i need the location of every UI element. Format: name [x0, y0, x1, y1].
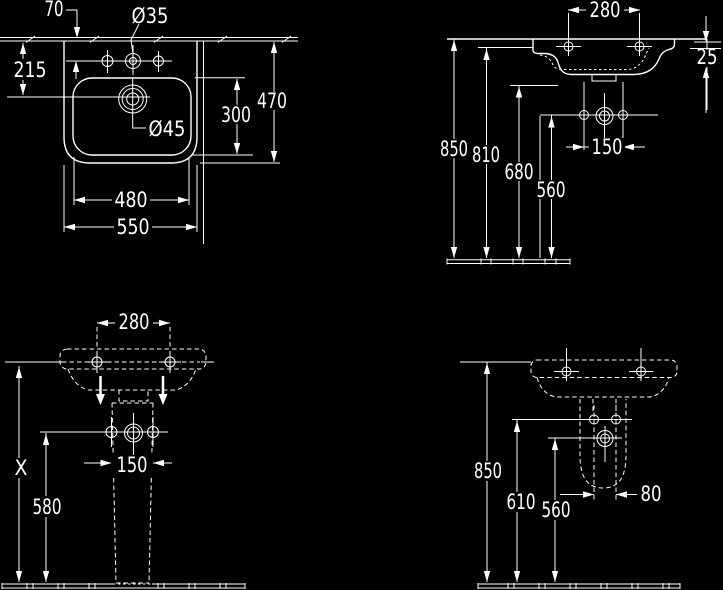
side-labels: 280 25 850 810 680 560 150 — [438, 0, 720, 202]
rim-fixing-holes — [556, 13, 652, 56]
dim-label-850-side: 850 — [440, 137, 468, 161]
dim-label-280-side: 280 — [590, 0, 621, 22]
drain-hole — [548, 426, 622, 462]
basin-outline — [63, 41, 198, 164]
bowl-hidden — [67, 368, 197, 391]
rim-fixing-holes — [554, 348, 653, 381]
plan-view: 70 Ø35 215 300 470 Ø45 480 550 — [0, 0, 298, 244]
apron-hidden — [536, 377, 670, 398]
dim-label-dia35: Ø35 — [132, 4, 169, 28]
dim-label-810: 810 — [472, 143, 500, 167]
tap-holes — [66, 45, 172, 75]
dim-label-150-side: 150 — [592, 135, 623, 159]
floor-line — [446, 258, 571, 265]
bowl-outline — [72, 77, 192, 156]
side-view-semipedestal: 850 610 560 80 — [460, 348, 681, 589]
front-view-pedestal: 280 X 580 150 — [1, 310, 246, 589]
dim-label-850-sp: 850 — [474, 459, 502, 483]
drain-boss — [591, 74, 617, 82]
dim-label-80: 80 — [641, 482, 662, 506]
pedestal-hidden — [111, 402, 154, 584]
drain-boss-hidden — [118, 390, 149, 402]
dim-fixing-spacing-80 — [560, 491, 637, 498]
leader-tap-diameter — [130, 23, 140, 53]
drain-direction-arrows — [96, 376, 168, 405]
rim-fixing-holes — [86, 351, 181, 373]
dim-label-680: 680 — [505, 160, 534, 184]
dim-label-580: 580 — [33, 495, 62, 519]
bowl-hidden-line — [539, 47, 650, 70]
front-labels: 280 X 580 150 — [11, 310, 153, 519]
floor-line — [1, 583, 246, 589]
rim-hidden — [530, 359, 678, 378]
dim-label-300: 300 — [221, 103, 251, 127]
dim-label-470: 470 — [257, 89, 287, 113]
dim-label-560-sp: 560 — [542, 498, 571, 522]
plan-labels: 70 Ø35 215 300 470 Ø45 480 550 — [11, 0, 289, 239]
drain-hole — [7, 78, 150, 114]
dim-label-25: 25 — [697, 45, 718, 69]
dim-rim-edge-25 — [690, 16, 721, 113]
dim-label-215: 215 — [14, 58, 47, 82]
fixture-holes — [540, 82, 658, 150]
dim-label-280-front: 280 — [119, 310, 150, 334]
semipedestal-labels: 850 610 560 80 — [471, 459, 665, 522]
dim-label-70: 70 — [45, 0, 64, 21]
floor-line — [477, 583, 681, 589]
wall-line — [0, 35, 298, 43]
side-view: 280 25 850 810 680 560 150 — [438, 0, 721, 265]
dim-label-150-front: 150 — [117, 453, 148, 477]
leader-drain-diameter — [132, 113, 147, 129]
dim-label-x: X — [15, 456, 28, 480]
fixture-holes — [512, 405, 632, 500]
dim-label-dia45: Ø45 — [149, 117, 186, 141]
dim-label-480: 480 — [115, 188, 148, 212]
drain-pipe-hidden — [592, 399, 617, 413]
rim-hidden — [59, 348, 207, 370]
dim-label-560-side: 560 — [537, 178, 566, 202]
dim-label-610: 610 — [507, 490, 536, 514]
fixture-holes — [40, 413, 168, 458]
basin-profile — [532, 39, 676, 76]
dim-tap-offset — [63, 9, 81, 79]
semipedestal-hidden — [579, 399, 627, 489]
dim-label-550: 550 — [117, 215, 150, 239]
